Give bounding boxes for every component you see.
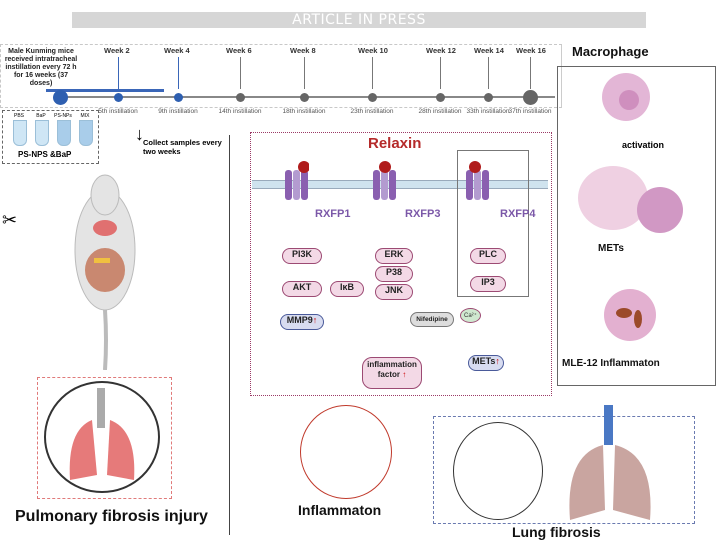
divider xyxy=(229,135,230,535)
scissors-icon: ✂ xyxy=(2,210,18,230)
week-label: Week 4 xyxy=(164,46,190,55)
rxfp3-receptor xyxy=(373,160,397,215)
rxfp3-label: RXFP3 xyxy=(405,208,441,220)
macrophage-panel xyxy=(557,66,716,386)
activation-label: activation xyxy=(622,140,665,150)
week-label: Week 2 xyxy=(104,46,130,55)
ip3-node: IP3 xyxy=(470,276,506,292)
lung-injury-box xyxy=(37,377,172,499)
groups-box xyxy=(2,110,99,164)
week-label: Week 8 xyxy=(290,46,316,55)
inflammaton-illustration xyxy=(300,405,392,499)
jnk-node: JNK xyxy=(375,284,413,300)
instillation-label: 33th instillation xyxy=(466,108,510,115)
relaxin-title: Relaxin xyxy=(368,135,422,152)
down-arrow-icon: ↓ xyxy=(135,124,144,144)
week-label: Week 14 xyxy=(474,46,504,55)
week-arrow xyxy=(440,57,441,89)
timeline-node xyxy=(235,92,245,102)
calcium-ions: Ca²⁺ xyxy=(460,308,481,323)
tube-label: BaP xyxy=(36,113,46,119)
timeline-node xyxy=(173,92,183,102)
week-label: Week 16 xyxy=(516,46,546,55)
macrophage-illustration xyxy=(596,70,656,130)
week-label: Week 12 xyxy=(426,46,456,55)
week-arrow xyxy=(304,57,305,89)
instillation-label: 9th instillation xyxy=(158,108,198,115)
instillation-label: 23th instillation xyxy=(350,108,394,115)
inflammation-factor-node: inflammation factor ↑ xyxy=(362,357,422,389)
plc-node: PLC xyxy=(470,248,506,264)
test-tube-icon xyxy=(35,120,49,146)
mets-label: METs xyxy=(598,243,624,254)
tube-label: MIX xyxy=(80,113,90,119)
timeline-panel xyxy=(0,44,562,108)
p38-node: P38 xyxy=(375,266,413,282)
lung-fibrosis-label: Lung fibrosis xyxy=(512,524,601,540)
timeline-start-node xyxy=(53,90,68,105)
inflammaton-label: Inflammaton xyxy=(298,502,382,518)
test-tube-icon xyxy=(13,120,27,146)
mouse-illustration xyxy=(50,170,160,371)
timeline-node xyxy=(483,92,493,102)
rxfp1-label: RXFP1 xyxy=(315,208,351,220)
week-label: Week 10 xyxy=(358,46,388,55)
rxfp4-label: RXFP4 xyxy=(500,208,536,220)
nifedipine-node: Nifedipine xyxy=(410,312,454,327)
article-in-press-banner: ARTICLE IN PRESS xyxy=(72,12,646,28)
akt-node: AKT xyxy=(282,281,322,297)
lung-injury-illustration xyxy=(42,380,162,495)
ikb-node: IκB xyxy=(330,281,364,297)
test-tube-icon xyxy=(79,120,93,146)
pathway-box xyxy=(250,132,552,396)
pulmonary-fibrosis-title: Pulmonary fibrosis injury xyxy=(15,508,208,525)
week-arrow xyxy=(240,57,241,89)
fibrotic-lung-illustration xyxy=(555,405,665,535)
timeline-intro: Male Kunming mice received intratracheal… xyxy=(4,48,78,87)
mmp9-node: MMP9↑ xyxy=(280,314,324,330)
instillation-label: 14th instillation xyxy=(218,108,262,115)
timeline-node xyxy=(113,92,123,102)
week-arrow xyxy=(530,57,531,89)
week-label: Week 6 xyxy=(226,46,252,55)
timeline-node xyxy=(435,92,445,102)
tube-label: PS-NPs xyxy=(54,113,72,119)
cell-membrane xyxy=(252,180,548,189)
pi3k-node: PI3K xyxy=(282,248,322,264)
erk-node: ERK xyxy=(375,248,413,264)
rxfp1-receptor xyxy=(285,160,310,215)
groups-label: PS-NPS &BaP xyxy=(18,150,72,159)
timeline-progress xyxy=(46,89,164,92)
timeline-node xyxy=(522,89,538,105)
mle12-illustration xyxy=(598,285,663,350)
week-arrow xyxy=(488,57,489,89)
week-arrow xyxy=(372,57,373,89)
mets-illustration xyxy=(575,160,685,250)
test-tube-icon xyxy=(57,120,71,146)
instillation-label: 28th instillation xyxy=(418,108,462,115)
lung-fibrosis-box xyxy=(433,416,695,524)
week-arrow xyxy=(118,57,119,89)
mle12-label: MLE-12 Inflammaton xyxy=(562,358,660,369)
rxfp4-receptor xyxy=(466,160,490,215)
timeline-node xyxy=(299,92,309,102)
rxfp4-box xyxy=(457,150,529,297)
mets-node: METs↑ xyxy=(468,355,504,371)
instillation-label: 18th instillation xyxy=(282,108,326,115)
instillation-label: 5th instillation xyxy=(98,108,138,115)
instillation-label: 37th instillation xyxy=(508,108,552,115)
week-arrow xyxy=(178,57,179,89)
timeline-node xyxy=(367,92,377,102)
collect-label: Collect samples every two weeks xyxy=(143,138,222,156)
fibrosis-zoom-circle xyxy=(453,422,543,520)
tube-label: PBS xyxy=(13,113,24,119)
macrophage-title: Macrophage xyxy=(572,44,649,59)
